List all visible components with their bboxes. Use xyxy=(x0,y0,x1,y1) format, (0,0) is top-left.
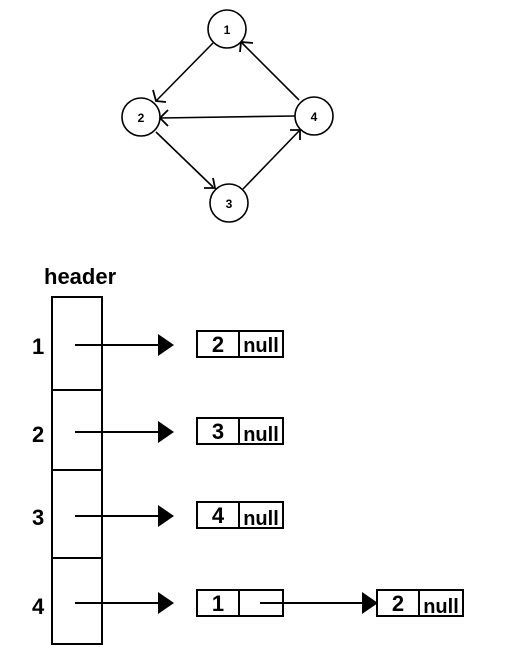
graph-node-2: 2 xyxy=(121,97,161,137)
list-node-row-3: 4 null xyxy=(196,501,284,530)
edge-2-to-3-arrowhead xyxy=(204,177,217,189)
graph-node-1-label: 1 xyxy=(224,23,231,37)
edge-2-to-3 xyxy=(155,131,214,188)
list-node-row-2-value: 3 xyxy=(212,419,224,444)
graph-node-1: 1 xyxy=(207,9,247,49)
list-node-row-1: 2 null xyxy=(196,330,284,358)
list-node-row-1-next: null xyxy=(243,335,279,357)
list-node-row-4-second-next: null xyxy=(423,596,459,618)
edge-4-to-1 xyxy=(241,42,300,101)
list-node-row-4-first: 1 xyxy=(196,589,284,617)
graph-node-4: 4 xyxy=(294,96,334,136)
pointer-row-4-arrowhead xyxy=(158,592,174,614)
header-cell-4 xyxy=(51,557,103,645)
edge-3-to-4 xyxy=(242,130,300,190)
edge-1-to-2 xyxy=(155,42,214,102)
graph-node-2-label: 2 xyxy=(138,111,145,125)
edge-4-to-2 xyxy=(159,115,296,119)
header-array xyxy=(51,296,103,645)
graph-node-4-label: 4 xyxy=(311,110,318,124)
header-cell-1 xyxy=(51,296,103,391)
list-node-row-4-first-value: 1 xyxy=(212,591,224,616)
list-node-row-1-value: 2 xyxy=(212,332,224,357)
pointer-row-1-arrowhead xyxy=(158,334,174,356)
edge-1-to-2-arrowhead xyxy=(152,89,167,103)
list-node-row-2: 3 null xyxy=(196,417,284,446)
header-cell-3 xyxy=(51,469,103,559)
list-node-row-3-value: 4 xyxy=(212,503,225,528)
row-label-4: 4 xyxy=(32,594,45,619)
header-cell-2 xyxy=(51,389,103,471)
header-pointers xyxy=(75,334,174,614)
list-node-row-4-second: 2 null xyxy=(376,589,464,618)
pointer-row-4-next-arrowhead xyxy=(362,592,378,614)
graph-node-3: 3 xyxy=(209,183,249,223)
list-node-row-2-next: null xyxy=(243,424,279,446)
list-node-row-4-second-value: 2 xyxy=(392,591,404,616)
graph-node-3-label: 3 xyxy=(226,197,233,211)
pointer-row-2-arrowhead xyxy=(158,421,174,443)
row-label-2: 2 xyxy=(32,422,44,447)
list-node-row-3-next: null xyxy=(243,508,279,530)
pointer-row-3-arrowhead xyxy=(158,505,174,527)
header-label: header xyxy=(44,264,117,289)
row-label-1: 1 xyxy=(32,334,44,359)
graph-edges xyxy=(152,41,301,190)
row-label-3: 3 xyxy=(32,505,44,530)
